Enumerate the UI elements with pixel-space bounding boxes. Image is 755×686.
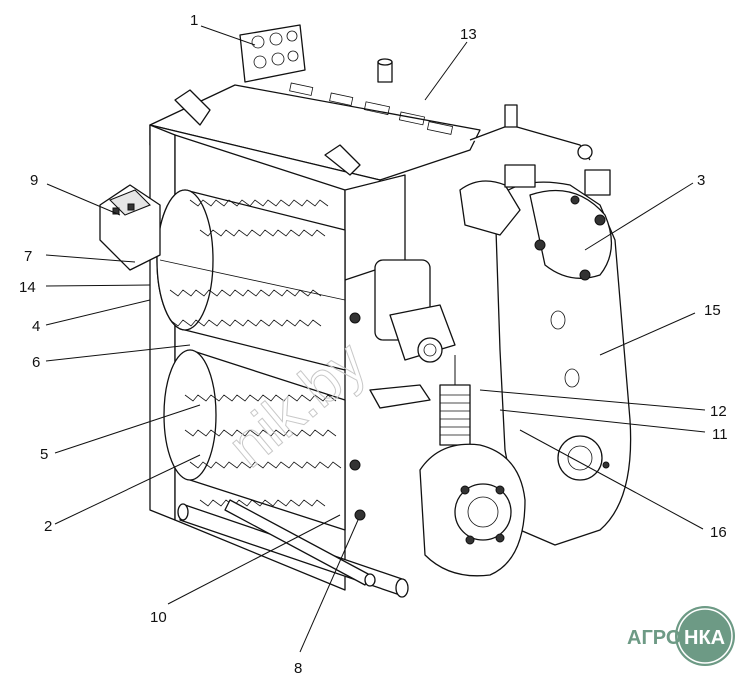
upper-drum bbox=[156, 189, 346, 371]
callout-8: 8 bbox=[294, 660, 302, 677]
upper-linkage bbox=[469, 104, 611, 196]
center-pump bbox=[349, 259, 456, 521]
hydraulic-motor bbox=[99, 184, 161, 271]
callout-4: 4 bbox=[32, 318, 40, 335]
callout-3: 3 bbox=[697, 172, 705, 189]
callout-11: 11 bbox=[712, 426, 728, 443]
callout-labels: 1 13 3 9 7 14 4 6 5 2 10 8 15 12 11 16 bbox=[19, 12, 728, 677]
lower-drum bbox=[163, 349, 346, 531]
lower-gear-housing bbox=[419, 443, 526, 577]
gearbox bbox=[459, 180, 632, 546]
spring-assembly bbox=[439, 355, 471, 446]
logo-circle bbox=[675, 606, 735, 666]
callout-2: 2 bbox=[44, 518, 52, 535]
callout-6: 6 bbox=[32, 354, 40, 371]
agronka-logo: АГРО НКА bbox=[627, 606, 735, 666]
callout-7: 7 bbox=[24, 248, 32, 265]
logo-text-left: АГРО bbox=[627, 627, 681, 649]
callout-10: 10 bbox=[150, 609, 167, 626]
callout-14: 14 bbox=[19, 279, 36, 296]
callout-16: 16 bbox=[710, 524, 727, 541]
callout-15: 15 bbox=[704, 302, 721, 319]
callout-1: 1 bbox=[190, 12, 198, 29]
callout-9: 9 bbox=[30, 172, 38, 189]
callout-12: 12 bbox=[710, 403, 727, 420]
base-rods bbox=[177, 499, 409, 598]
callout-5: 5 bbox=[40, 446, 48, 463]
leader-lines bbox=[45, 25, 706, 653]
logo-text-right: НКА bbox=[684, 627, 725, 649]
callout-13: 13 bbox=[460, 26, 477, 43]
